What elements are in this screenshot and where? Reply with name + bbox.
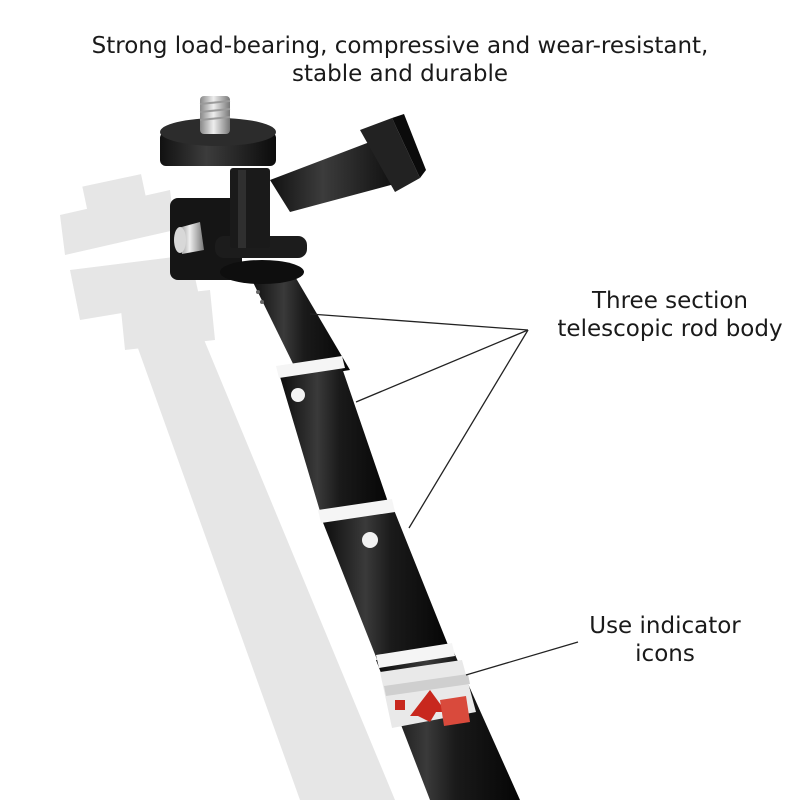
tripod-screw <box>200 96 230 134</box>
rod-bottom-section <box>320 505 450 662</box>
rod-indicator-dot <box>362 532 378 548</box>
callout-rod-line-2: telescopic rod body <box>557 316 783 343</box>
mount-knob-handle <box>360 118 420 192</box>
headline-line-2: stable and durable <box>292 61 508 88</box>
rod-indicator-dot <box>291 388 305 402</box>
rod-collar-ring <box>376 643 455 668</box>
headline-line-1: Strong load-bearing, compressive and wea… <box>91 33 709 59</box>
callout-rod-line-1: Three section <box>591 288 749 314</box>
headline-text: Strong load-bearing, compressive and wea… <box>40 32 760 88</box>
camera-mount-head <box>160 96 426 284</box>
callout-icons-line-2: icons <box>635 641 695 668</box>
thumb-screw-adapter <box>170 198 242 280</box>
rod-collar-ring <box>318 499 395 523</box>
ghost-pole-shadow <box>60 174 395 800</box>
callout-icons-line-1: Use indicator <box>589 613 741 639</box>
callout-rod-body: Three section telescopic rod body <box>540 287 800 343</box>
mount-arm <box>270 140 402 212</box>
rod-top-section <box>248 268 350 378</box>
indicator-label-band <box>380 660 476 728</box>
rod-collar-ring <box>276 356 345 378</box>
rod-middle-section <box>278 362 390 518</box>
callout-leaders <box>309 313 579 676</box>
callout-indicator-icons: Use indicator icons <box>565 612 765 668</box>
indicator-arrow-icon <box>410 690 446 722</box>
